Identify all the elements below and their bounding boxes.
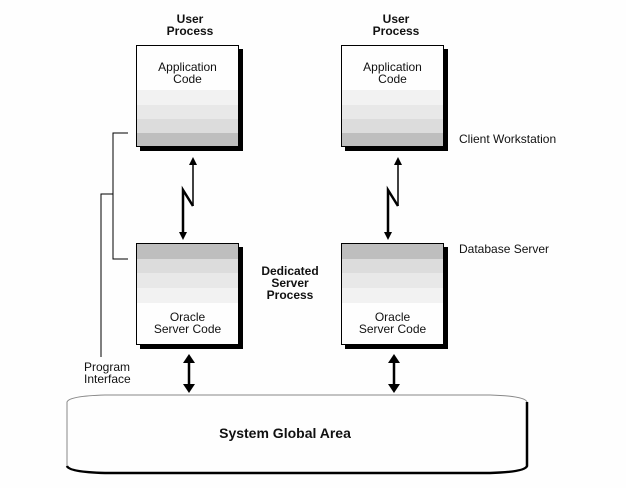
- band: [342, 90, 443, 105]
- oracle-server-code-box-right: Oracle Server Code: [341, 243, 444, 345]
- oracle-server-code-label: Oracle Server Code: [342, 311, 443, 335]
- label-line3: Process: [266, 288, 314, 302]
- network-link-right: [384, 157, 402, 240]
- user-process-title-right: User Process: [356, 13, 436, 37]
- system-global-area-shape: [65, 394, 529, 475]
- dedicated-server-process-label: Dedicated Server Process: [250, 265, 330, 301]
- box-line1: Oracle: [169, 310, 206, 324]
- oracle-server-code-label: Oracle Server Code: [137, 311, 238, 335]
- label-line2: Server: [271, 276, 309, 290]
- box-line2: Code: [378, 72, 407, 86]
- band: [342, 119, 443, 133]
- band: [342, 273, 443, 288]
- band: [137, 105, 238, 119]
- band: [342, 259, 443, 273]
- band: [137, 244, 238, 259]
- band: [137, 119, 238, 133]
- program-interface-label: Program Interface: [84, 361, 131, 385]
- network-link-left: [179, 157, 197, 240]
- band: [342, 288, 443, 303]
- application-code-label: Application Code: [137, 61, 238, 85]
- band: [137, 259, 238, 273]
- application-code-box-right: Application Code: [341, 45, 444, 147]
- box-line1: Application: [158, 60, 217, 74]
- oracle-server-code-box-left: Oracle Server Code: [136, 243, 239, 345]
- application-code-box-left: Application Code: [136, 45, 239, 147]
- box-line2: Server Code: [153, 322, 222, 336]
- box-line2: Server Code: [358, 322, 427, 336]
- box-line2: Code: [173, 72, 202, 86]
- system-global-area-label: System Global Area: [219, 425, 351, 441]
- band: [137, 90, 238, 105]
- sga-arrow-left: [183, 354, 195, 393]
- user-process-title-line1: User: [382, 12, 410, 26]
- sga-arrow-right: [388, 354, 400, 393]
- database-server-label: Database Server: [459, 242, 550, 256]
- band: [137, 273, 238, 288]
- application-code-label: Application Code: [342, 61, 443, 85]
- user-process-title-line2: Process: [372, 24, 420, 38]
- client-workstation-label: Client Workstation: [459, 132, 557, 146]
- label-line1: Program: [84, 360, 131, 374]
- box-line1: Application: [363, 60, 422, 74]
- program-interface-bracket: [100, 132, 128, 357]
- band: [342, 244, 443, 259]
- label-line2: Interface: [84, 372, 131, 386]
- band: [137, 288, 238, 303]
- label-line1: Dedicated: [261, 264, 319, 278]
- user-process-title-left: User Process: [150, 13, 230, 37]
- box-line1: Oracle: [374, 310, 411, 324]
- band: [342, 133, 443, 146]
- band: [342, 105, 443, 119]
- user-process-title-line2: Process: [166, 24, 214, 38]
- user-process-title-line1: User: [176, 12, 204, 26]
- band: [137, 133, 238, 146]
